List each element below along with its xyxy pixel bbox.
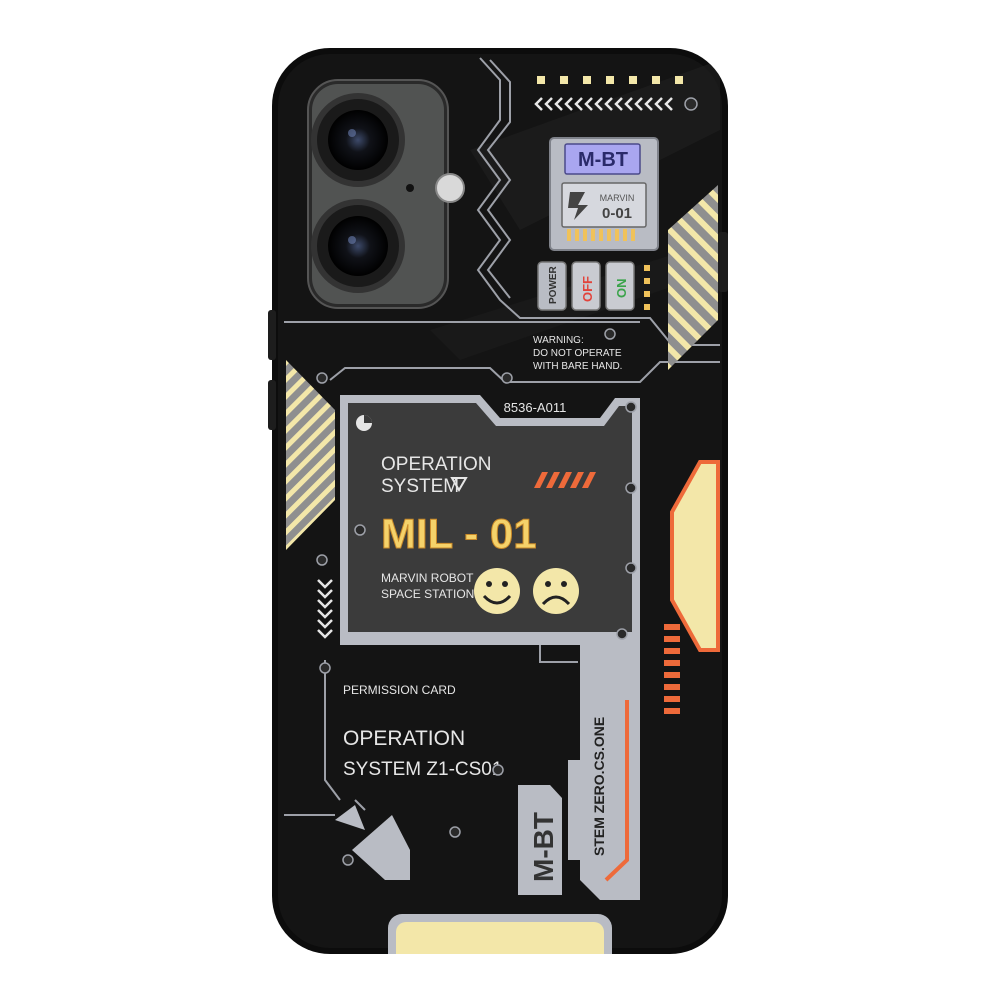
warning-line: WITH BARE HAND. xyxy=(533,361,622,372)
side-button xyxy=(268,310,276,360)
gray-triangle-panel xyxy=(352,815,410,880)
camera-module xyxy=(307,79,465,309)
sad-face-icon xyxy=(533,568,579,614)
sim-card-module xyxy=(549,137,659,251)
metal-bar xyxy=(568,640,640,900)
station-line2: SPACE STATION xyxy=(381,587,474,601)
permission-label: PERMISSION CARD xyxy=(343,683,456,697)
operation-line2: SYSTEM Z1-CS01 xyxy=(343,759,502,780)
operation-line1: OPERATION xyxy=(343,727,465,750)
panel-title-line2: SYSTEM xyxy=(381,476,459,497)
circuit-lines xyxy=(284,57,720,816)
bottom-logo: M-BT xyxy=(528,812,559,882)
switch-on-label: ON xyxy=(614,279,629,299)
flash-icon xyxy=(435,173,465,203)
indicator-dots xyxy=(537,76,683,84)
card-code: 0-01 xyxy=(602,205,632,222)
smiley-face-icon xyxy=(474,568,520,614)
serial-number: 8536-A011 xyxy=(504,400,567,415)
switch-panel xyxy=(537,261,635,311)
chevron-arrows-icon xyxy=(317,579,333,639)
vertical-system-text: STEM ZERO.CS.ONE xyxy=(591,717,607,856)
warning-title: WARNING: xyxy=(533,335,584,346)
hazard-stripe-panel xyxy=(668,185,718,370)
hazard-stripe-panel xyxy=(286,360,335,550)
chevron-arrows-icon xyxy=(534,97,673,111)
panel-title-line1: OPERATION xyxy=(381,454,492,475)
model-name: MIL - 01 xyxy=(381,510,537,557)
card-brand: MARVIN xyxy=(600,193,635,203)
orange-ticks xyxy=(664,624,680,714)
warning-line: DO NOT OPERATE xyxy=(533,348,622,359)
side-button xyxy=(268,380,276,430)
station-line1: MARVIN ROBOT xyxy=(381,571,474,585)
switch-power-label: POWER xyxy=(548,265,559,304)
side-button xyxy=(718,232,728,292)
switch-off-label: OFF xyxy=(580,276,595,302)
card-label: M-BT xyxy=(578,149,628,171)
orange-stripe-badge xyxy=(534,472,596,488)
cream-hex-panel xyxy=(670,460,720,652)
bottom-logo-block xyxy=(518,785,562,895)
screw-icon xyxy=(316,328,637,866)
